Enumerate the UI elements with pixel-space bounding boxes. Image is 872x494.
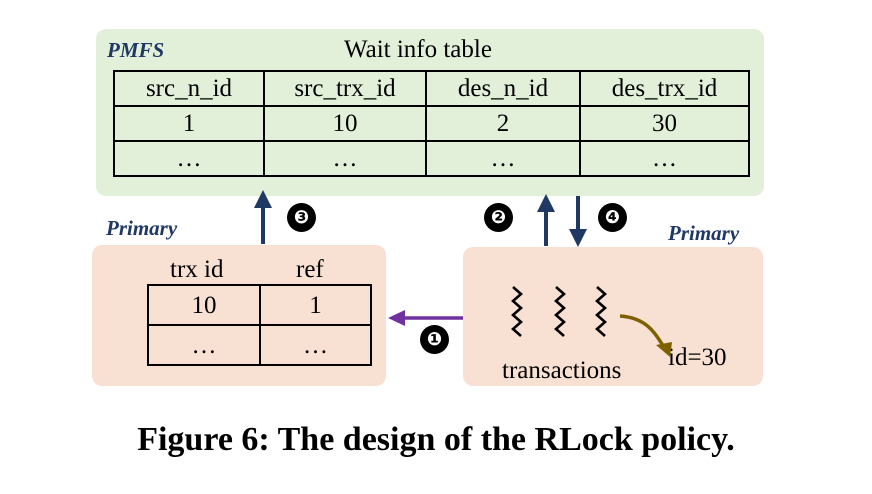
target-id-label: id=30 [668, 344, 727, 371]
wait-info-table: src_n_id src_trx_id des_n_id des_trx_id … [113, 70, 750, 177]
figure-caption: Figure 6: The design of the RLock policy… [137, 421, 735, 458]
step-3-badge: ❸ [287, 203, 316, 232]
table-cell: … [579, 140, 750, 177]
table-cell: 30 [579, 105, 750, 142]
header-des-trx-id: des_trx_id [579, 70, 750, 107]
wait-info-table-title: Wait info table [344, 36, 492, 63]
header-src-trx-id: src_trx_id [263, 70, 427, 107]
table-row: … … [147, 324, 372, 366]
arrow-step-3 [254, 190, 272, 244]
transactions-label: transactions [502, 357, 622, 384]
arrow-step-2 [537, 194, 555, 246]
transaction-thread-icon [554, 286, 566, 337]
table-cell: … [147, 324, 261, 366]
step-4-badge: ❹ [598, 203, 627, 232]
curved-arrow-icon [619, 314, 672, 357]
header-ref: ref [296, 256, 324, 283]
table-cell: … [263, 140, 427, 177]
table-cell: … [259, 324, 372, 366]
transaction-thread-icon [595, 286, 607, 337]
arrow-step-4 [569, 196, 587, 247]
table-cell: 10 [263, 105, 427, 142]
right-primary-label: Primary [668, 221, 740, 245]
transaction-thread-icon [511, 286, 523, 337]
table-row: 10 1 [147, 284, 372, 326]
table-cell: 1 [113, 105, 265, 142]
left-primary-label: Primary [106, 216, 178, 240]
table-cell: … [425, 140, 581, 177]
arrow-step-1 [388, 310, 463, 326]
table-cell: … [113, 140, 265, 177]
header-src-n-id: src_n_id [113, 70, 265, 107]
table-cell: 10 [147, 284, 261, 326]
step-1-badge: ❶ [420, 325, 449, 354]
table-row: … … … … [113, 140, 750, 177]
step-2-badge: ❷ [484, 203, 513, 232]
table-header-row: src_n_id src_trx_id des_n_id des_trx_id [113, 70, 750, 107]
table-row: 1 10 2 30 [113, 105, 750, 142]
pmfs-label: PMFS [107, 38, 165, 62]
header-trx-id: trx id [170, 256, 224, 283]
table-cell: 1 [259, 284, 372, 326]
header-des-n-id: des_n_id [425, 70, 581, 107]
ref-table: 10 1 … … [147, 284, 372, 366]
table-cell: 2 [425, 105, 581, 142]
